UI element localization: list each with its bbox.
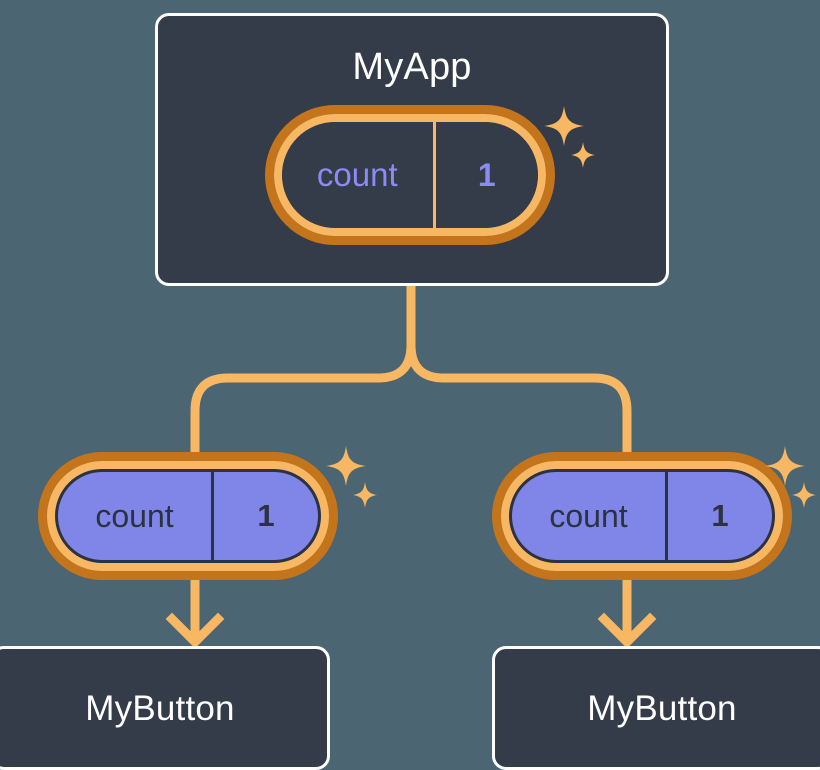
sparkle-small-icon [353, 482, 377, 508]
state-value-label: 1 [477, 156, 496, 193]
state-key-label: count [512, 472, 668, 560]
state-pill-right[interactable]: count 1 [492, 452, 792, 580]
component-label: MyButton [85, 688, 235, 728]
connector-left-branch [190, 344, 416, 455]
connector-right-branch [406, 344, 632, 455]
state-value-label: 1 [711, 498, 729, 533]
sparkle-small-icon [792, 482, 816, 508]
state-key-label: count [58, 472, 214, 560]
state-pill-myapp[interactable]: count 1 [265, 105, 555, 245]
component-card-mybutton-right[interactable]: MyButton [492, 646, 820, 770]
state-pill-left[interactable]: count 1 [38, 452, 338, 580]
component-label: MyButton [587, 688, 737, 728]
state-key-label: count [282, 122, 436, 228]
page-title: MyApp [352, 46, 472, 88]
component-card-mybutton-left[interactable]: MyButton [0, 646, 330, 770]
arrow-down-icon-right [597, 612, 657, 649]
arrow-down-icon-left [165, 612, 225, 649]
state-value-label: 1 [257, 498, 275, 533]
